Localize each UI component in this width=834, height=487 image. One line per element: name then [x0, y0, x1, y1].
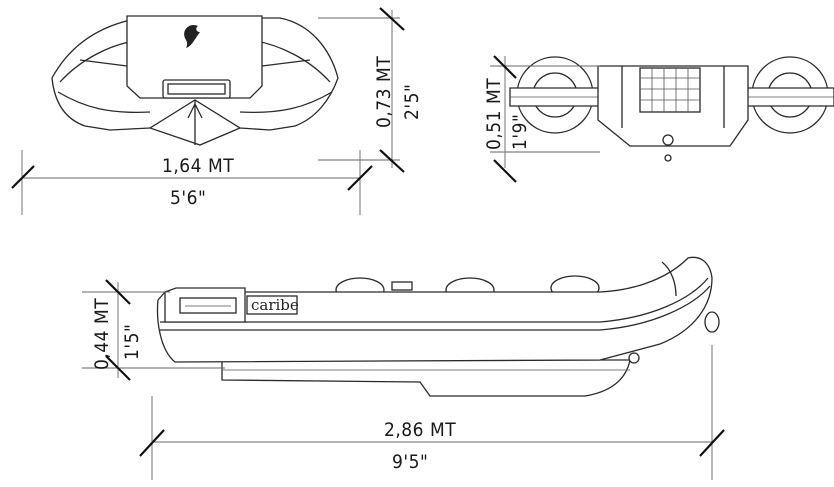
rear-height-imperial: 1'9" [509, 114, 531, 150]
front-width-imperial: 5'6" [170, 187, 206, 209]
front-width-metric: 1,64 MT [162, 155, 234, 177]
side-length-imperial: 9'5" [392, 451, 428, 473]
front-height-imperial: 2'5" [401, 84, 423, 120]
rear-view: 0,51 MT 1'9" [483, 55, 834, 183]
front-view: 1,64 MT 5'6" 0,73 MT 2'5" [11, 7, 423, 215]
side-height-imperial: 1'5" [121, 324, 143, 360]
dolphin-logo-icon [184, 24, 200, 48]
brand-plate [246, 295, 298, 315]
side-length-metric: 2,86 MT [384, 419, 456, 441]
brand-label: caribe [251, 296, 299, 314]
side-height-metric: 0,44 MT [91, 298, 113, 370]
rear-height-metric: 0,51 MT [483, 78, 505, 150]
side-view: caribe 2,86 MT 9'5" 0,44 MT 1'5" [82, 256, 725, 480]
front-height-metric: 0,73 MT [373, 56, 395, 128]
